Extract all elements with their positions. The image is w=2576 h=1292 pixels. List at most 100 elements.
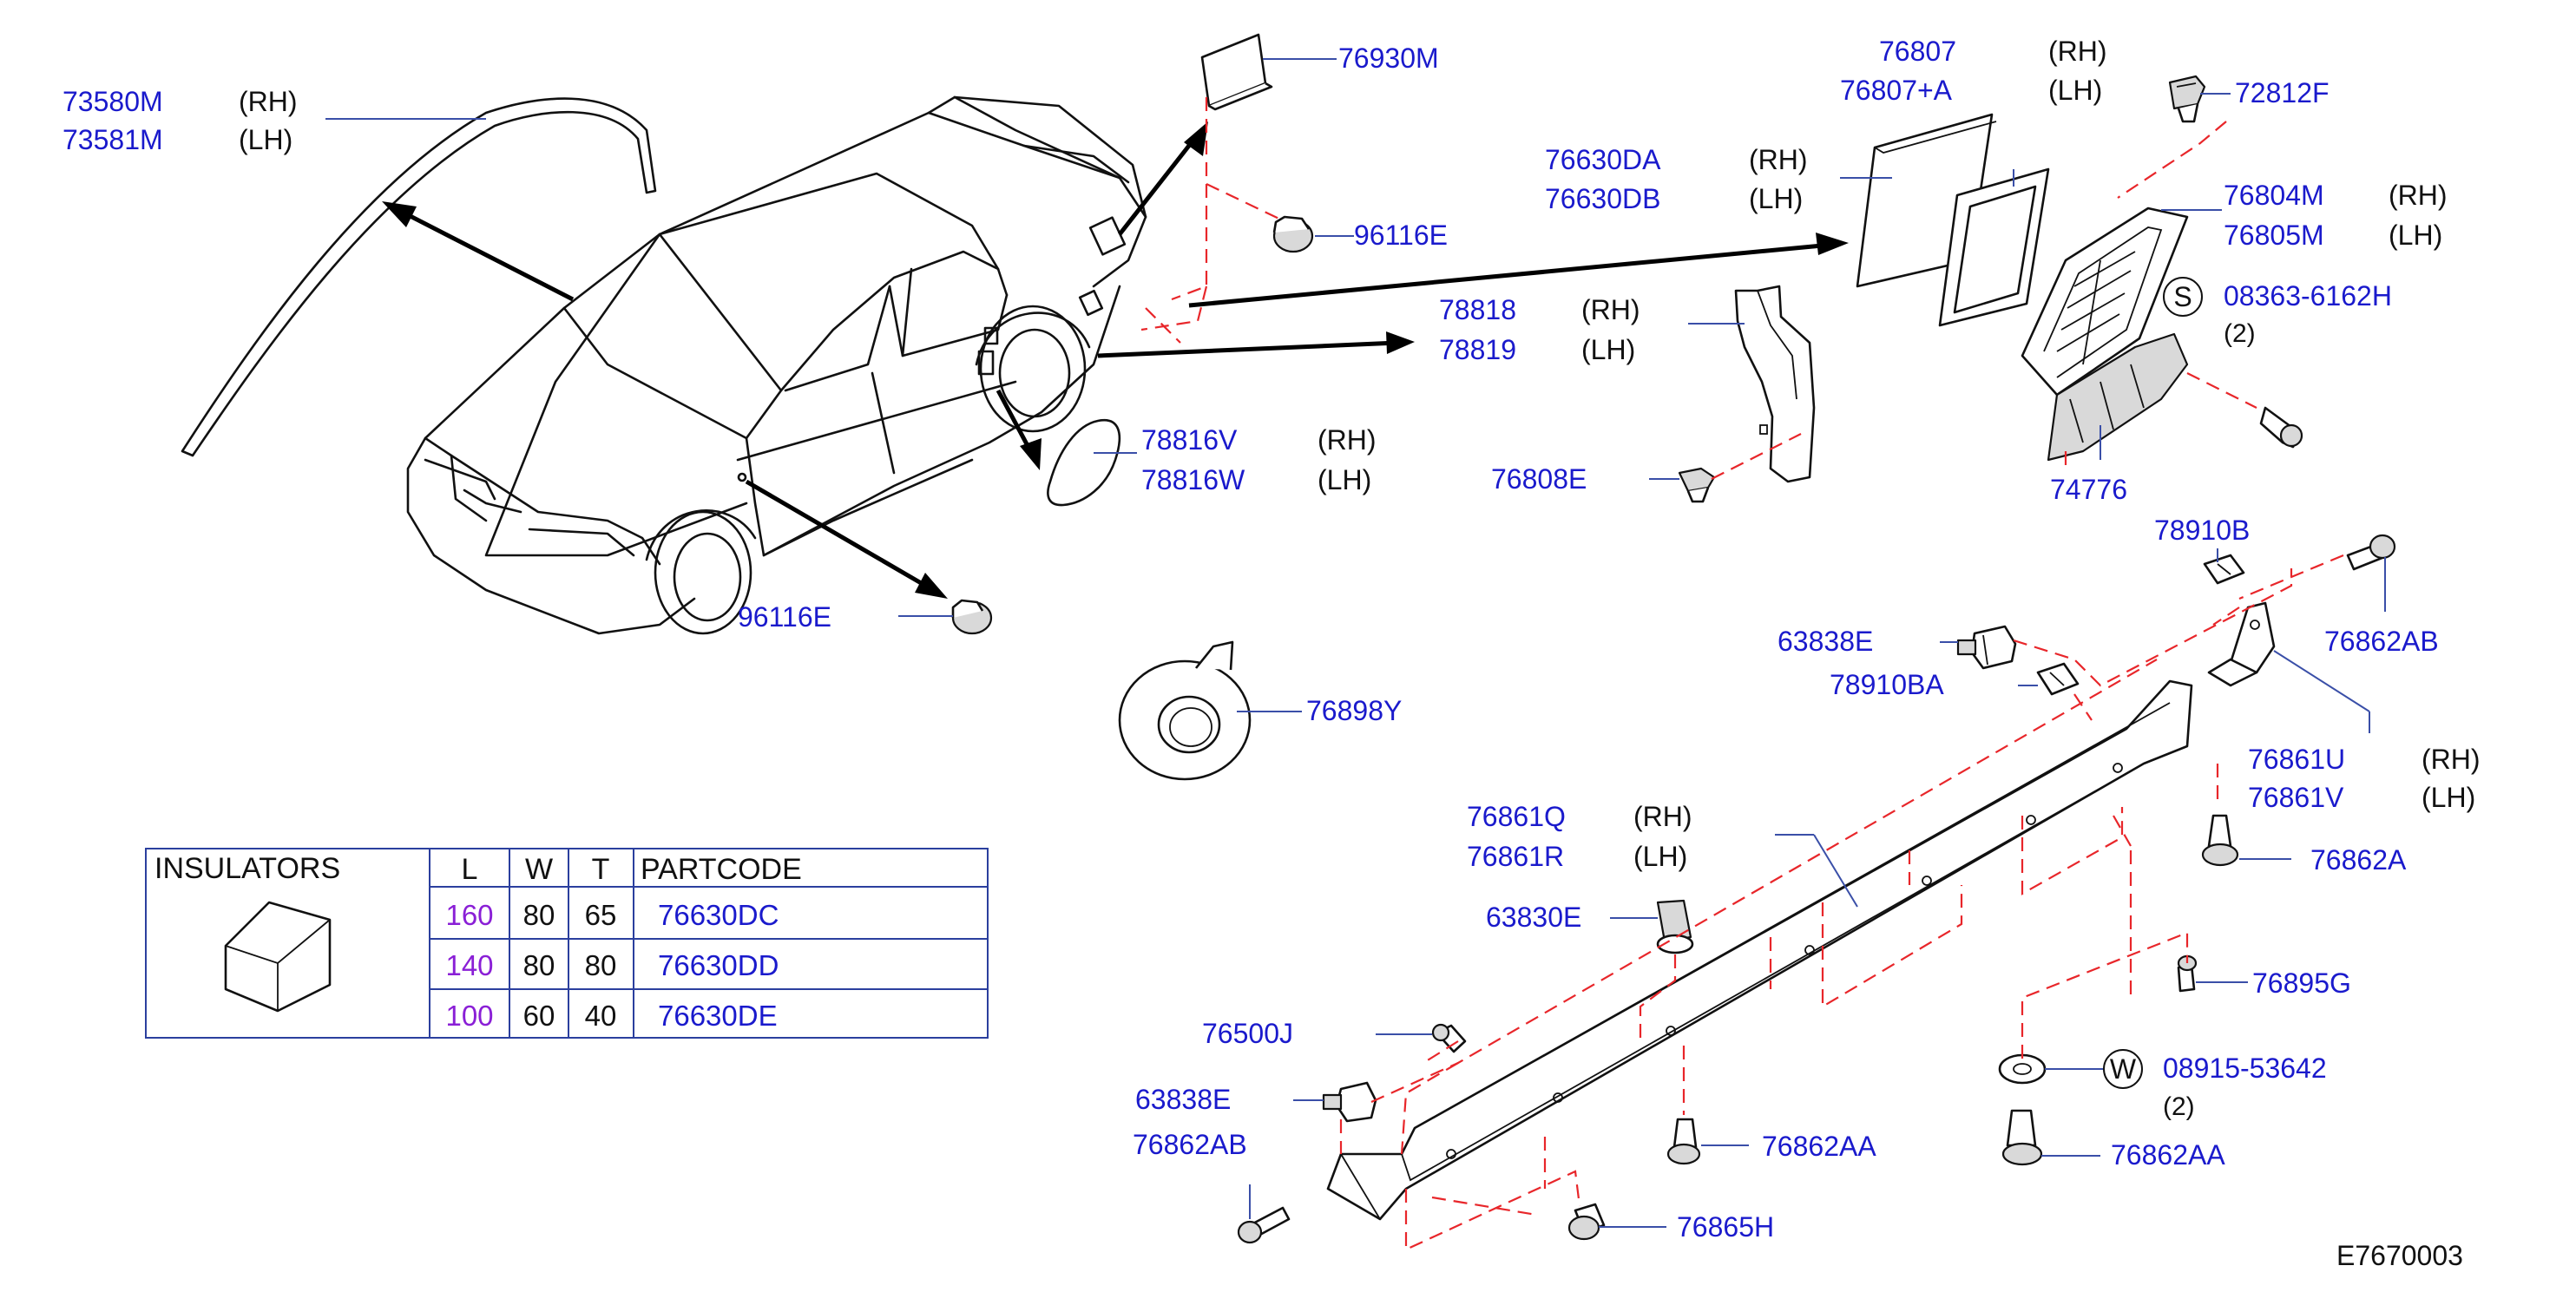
tape-roll-part [1118, 640, 1252, 781]
side-label-78819: (LH) [1581, 334, 1635, 365]
part-number-08363: 08363-6162H [2224, 280, 2392, 312]
part-number-96116E-b: 96116E [738, 601, 831, 633]
table-cell-partcode: 76630DC [658, 899, 779, 931]
side-label-76630DA: (RH) [1749, 144, 1808, 175]
part-number-76500J: 76500J [1202, 1018, 1293, 1049]
side-label-73580M: (RH) [239, 86, 298, 117]
clip-part-76865H [1567, 1203, 1606, 1241]
side-label-76807: (RH) [2048, 36, 2107, 67]
part-number-63830E: 63830E [1486, 902, 1581, 933]
grommet-part-96116E-upper [1272, 215, 1314, 253]
side-label-78816V: (RH) [1318, 424, 1377, 456]
mud-guard-part [1047, 418, 1121, 507]
quantity-label-08915: (2) [2163, 1092, 2195, 1121]
screw-part-76862AB-upper [2346, 534, 2396, 571]
part-number-76630DA: 76630DA [1545, 144, 1661, 175]
part-number-76930M: 76930M [1338, 43, 1439, 74]
part-number-76861U: 76861U [2248, 744, 2345, 775]
protector-part-78818 [1734, 285, 1816, 483]
insulators-table [145, 848, 989, 1039]
side-label-76807A: (LH) [2048, 75, 2102, 106]
grommet-part-96116E-lower [951, 599, 993, 635]
clip-part-72812F [2168, 75, 2206, 123]
table-cell-thickness: 40 [585, 1000, 617, 1032]
part-number-08915: 08915-53642 [2163, 1053, 2327, 1084]
part-number-76804M: 76804M [2224, 180, 2324, 211]
side-label-76861Q: (RH) [1633, 801, 1692, 832]
part-number-76807A: 76807+A [1840, 75, 1953, 106]
side-label-76861V: (LH) [2422, 782, 2475, 813]
seal-part-76807 [1938, 167, 2050, 327]
screw-part-76862A [2201, 814, 2239, 867]
pad-part-76930M [1200, 33, 1273, 111]
part-number-76808E: 76808E [1491, 463, 1587, 495]
side-label-76630DB: (LH) [1749, 183, 1803, 214]
part-number-76861R: 76861R [1467, 841, 1564, 872]
part-number-76898Y: 76898Y [1306, 695, 1402, 726]
table-title: INSULATORS [154, 852, 340, 885]
part-number-78910B: 78910B [2154, 515, 2250, 546]
part-number-63838E-b: 63838E [1135, 1084, 1231, 1115]
washer-part-08915 [1998, 1053, 2047, 1085]
part-number-63838E-a: 63838E [1778, 626, 1873, 657]
grommet-part-63838E-lower [1322, 1081, 1377, 1123]
drawing-number: E7670003 [2336, 1240, 2463, 1271]
symbol-letter-08363: S [2173, 281, 2192, 312]
screw-part-08363 [2259, 406, 2303, 449]
side-label-76861R: (LH) [1633, 841, 1687, 872]
quantity-label-08363: (2) [2224, 319, 2256, 348]
part-number-76807: 76807 [1879, 36, 1956, 67]
bracket-part-74776 [2047, 332, 2189, 462]
table-header-t: T [592, 853, 610, 886]
screw-part-76862AB-lower [1237, 1206, 1291, 1244]
side-label-76805M: (LH) [2389, 220, 2442, 251]
table-cell-width: 80 [523, 899, 555, 931]
table-header-l: L [462, 853, 478, 886]
part-number-78910BA: 78910BA [1830, 669, 1944, 700]
roof-molding-part [181, 97, 657, 457]
table-cell-thickness: 65 [585, 899, 617, 931]
assembly-arrows [382, 121, 1849, 599]
part-number-76862AA-a: 76862AA [1762, 1131, 1876, 1162]
part-number-78818: 78818 [1439, 294, 1516, 325]
sill-molding-part [1326, 679, 2193, 1221]
retainer-part-78910B [2203, 554, 2245, 585]
part-number-76862AB-a: 76862AB [2324, 626, 2439, 657]
side-label-78818: (RH) [1581, 294, 1640, 325]
retainer-part-78910BA [2036, 662, 2080, 696]
part-number-96116E-a: 96116E [1354, 220, 1448, 251]
part-number-76805M: 76805M [2224, 220, 2324, 251]
part-number-76895G: 76895G [2252, 967, 2351, 999]
part-number-74776: 74776 [2050, 474, 2127, 505]
symbol-markers [2103, 277, 2203, 1089]
leader-lines [325, 58, 2386, 1228]
part-number-76862AB-b: 76862AB [1133, 1129, 1247, 1160]
screw-part-76862AA-center [1666, 1118, 1701, 1165]
table-cell-width: 60 [523, 1000, 555, 1032]
table-cell-length: 160 [445, 899, 493, 931]
table-cell-width: 80 [523, 949, 555, 981]
table-cell-length: 100 [445, 1000, 493, 1032]
part-number-72812F: 72812F [2235, 77, 2330, 108]
part-number-73580M: 73580M [62, 86, 163, 117]
clip-part-63830E [1656, 899, 1694, 954]
side-label-78816W: (LH) [1318, 464, 1371, 495]
bracket-part-76861U [2207, 601, 2276, 687]
part-number-76630DB: 76630DB [1545, 183, 1660, 214]
grommet-part-63838E-upper [1956, 625, 2017, 670]
part-number-76862A: 76862A [2310, 844, 2407, 876]
screw-part-76862AA-right [2001, 1109, 2043, 1166]
part-number-76861Q: 76861Q [1467, 801, 1566, 832]
table-cell-length: 140 [445, 949, 493, 981]
side-label-73581M: (LH) [239, 124, 292, 155]
clip-part-76808E [1678, 467, 1716, 503]
part-number-78816W: 78816W [1141, 464, 1245, 495]
part-number-76861V: 76861V [2248, 782, 2344, 813]
side-label-76804M: (RH) [2389, 180, 2448, 211]
bolt-part-76500J [1431, 1023, 1467, 1053]
part-number-78819: 78819 [1439, 334, 1516, 365]
table-header-partcode: PARTCODE [641, 853, 802, 886]
table-cell-thickness: 80 [585, 949, 617, 981]
part-number-73581M: 73581M [62, 124, 163, 155]
